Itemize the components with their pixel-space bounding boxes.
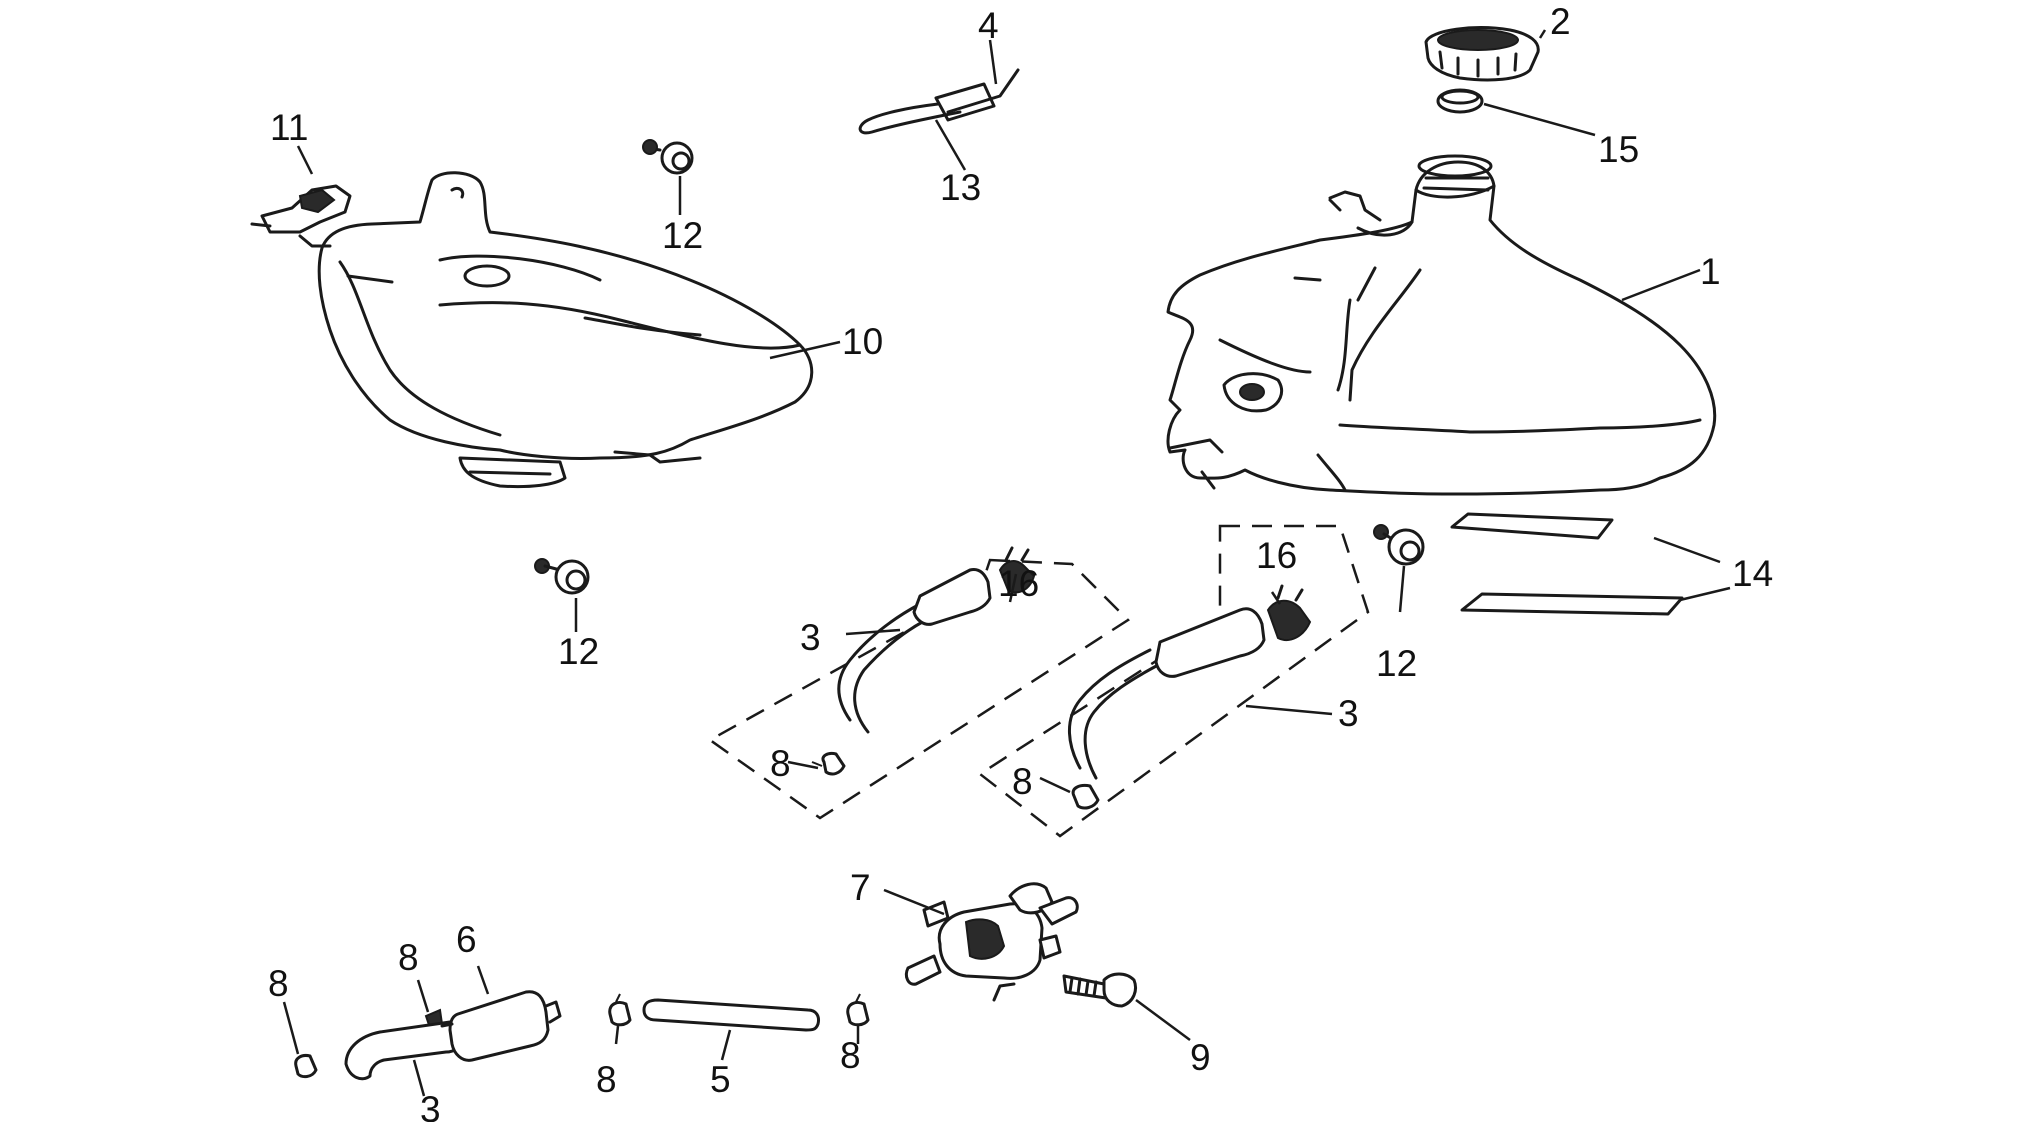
- part-12-grommet-lower: [534, 558, 590, 595]
- part-8-clip-bottom-right: [846, 993, 870, 1027]
- callout-13: 13: [940, 167, 981, 208]
- leader-16a: [1008, 573, 1018, 603]
- callout-15: 15: [1598, 129, 1639, 170]
- callout-3-left: 3: [800, 617, 821, 658]
- callout-11: 11: [270, 107, 308, 148]
- callout-4: 4: [978, 5, 999, 46]
- part-2-fuel-cap: [1424, 26, 1540, 82]
- leader-2: [1538, 29, 1547, 39]
- leader-3c: [412, 1059, 426, 1097]
- callout-12-upper: 12: [662, 215, 703, 256]
- leader-12-right: [1398, 565, 1406, 613]
- callout-5: 5: [710, 1059, 731, 1100]
- leader-5: [720, 1029, 732, 1061]
- leader-9: [1135, 998, 1191, 1042]
- leader-3b: [1245, 704, 1333, 716]
- part-14-strip-upper: [1450, 512, 1614, 540]
- callout-12-lower: 12: [558, 631, 599, 672]
- callout-16-right: 16: [1256, 535, 1297, 576]
- part-14-strip-lower: [1460, 592, 1684, 616]
- callout-3-bottom: 3: [420, 1089, 441, 1122]
- callout-2: 2: [1550, 1, 1571, 42]
- callout-16-left: 16: [998, 563, 1039, 604]
- leader-3a: [845, 628, 901, 636]
- part-5-hose: [642, 998, 820, 1032]
- part-7-fuel-valve: [904, 882, 1079, 1002]
- callout-labels: 1 2 15 4 13 11 12 10 12 12 14 16 16 3 3 …: [268, 1, 1773, 1122]
- part-9-bolt: [1062, 972, 1137, 1008]
- part-8-clip-bottom-mid: [608, 993, 632, 1027]
- leader-8e: [282, 1001, 300, 1055]
- leader-14-upper: [1653, 536, 1721, 564]
- callout-6: 6: [456, 919, 477, 960]
- leader-10: [769, 340, 841, 360]
- leader-8f: [416, 979, 430, 1013]
- leader-7: [883, 888, 945, 916]
- part-6-fuel-filter: [440, 990, 562, 1062]
- leader-16b: [1270, 591, 1282, 605]
- callout-14: 14: [1732, 553, 1773, 594]
- callout-9: 9: [1190, 1037, 1211, 1078]
- callout-8-on-hose: 8: [398, 937, 419, 978]
- leader-8b: [1039, 776, 1071, 794]
- leader-11: [296, 145, 314, 175]
- part-12-grommet-upper: [642, 139, 694, 175]
- leader-6: [476, 965, 490, 995]
- callout-1: 1: [1700, 251, 1721, 292]
- leader-lines: [282, 29, 1731, 1097]
- part-8-clip-bottom-left: [294, 1054, 318, 1079]
- callout-8-bottom-mid: 8: [596, 1059, 617, 1100]
- part-10-tank-cover: [317, 171, 814, 489]
- leader-4: [988, 39, 998, 85]
- leader-8c: [614, 1025, 620, 1045]
- part-3-hose-bottom: [344, 1020, 464, 1081]
- leader-14-lower: [1679, 586, 1731, 602]
- leader-8a: [787, 760, 819, 770]
- callout-8-bottom-left: 8: [268, 963, 289, 1004]
- callout-8-bottom-right: 8: [840, 1035, 861, 1076]
- leader-15: [1483, 102, 1596, 137]
- fuel-line-group-left: [707, 546, 1130, 820]
- part-1-fuel-tank: [1166, 154, 1717, 496]
- part-15-gasket: [1436, 88, 1484, 114]
- callout-3-right: 3: [1338, 693, 1359, 734]
- callout-7: 7: [850, 867, 871, 908]
- part-13-wire: [858, 102, 962, 135]
- callout-8-right: 8: [1012, 761, 1033, 802]
- leader-13: [934, 119, 967, 171]
- callout-12-right: 12: [1376, 643, 1417, 684]
- part-11-bracket: [250, 184, 352, 248]
- callout-8-left: 8: [770, 743, 791, 784]
- part-4-clip: [934, 68, 1020, 122]
- part-12-grommet-right: [1373, 524, 1425, 566]
- callout-10: 10: [842, 321, 883, 362]
- leader-1: [1621, 268, 1701, 302]
